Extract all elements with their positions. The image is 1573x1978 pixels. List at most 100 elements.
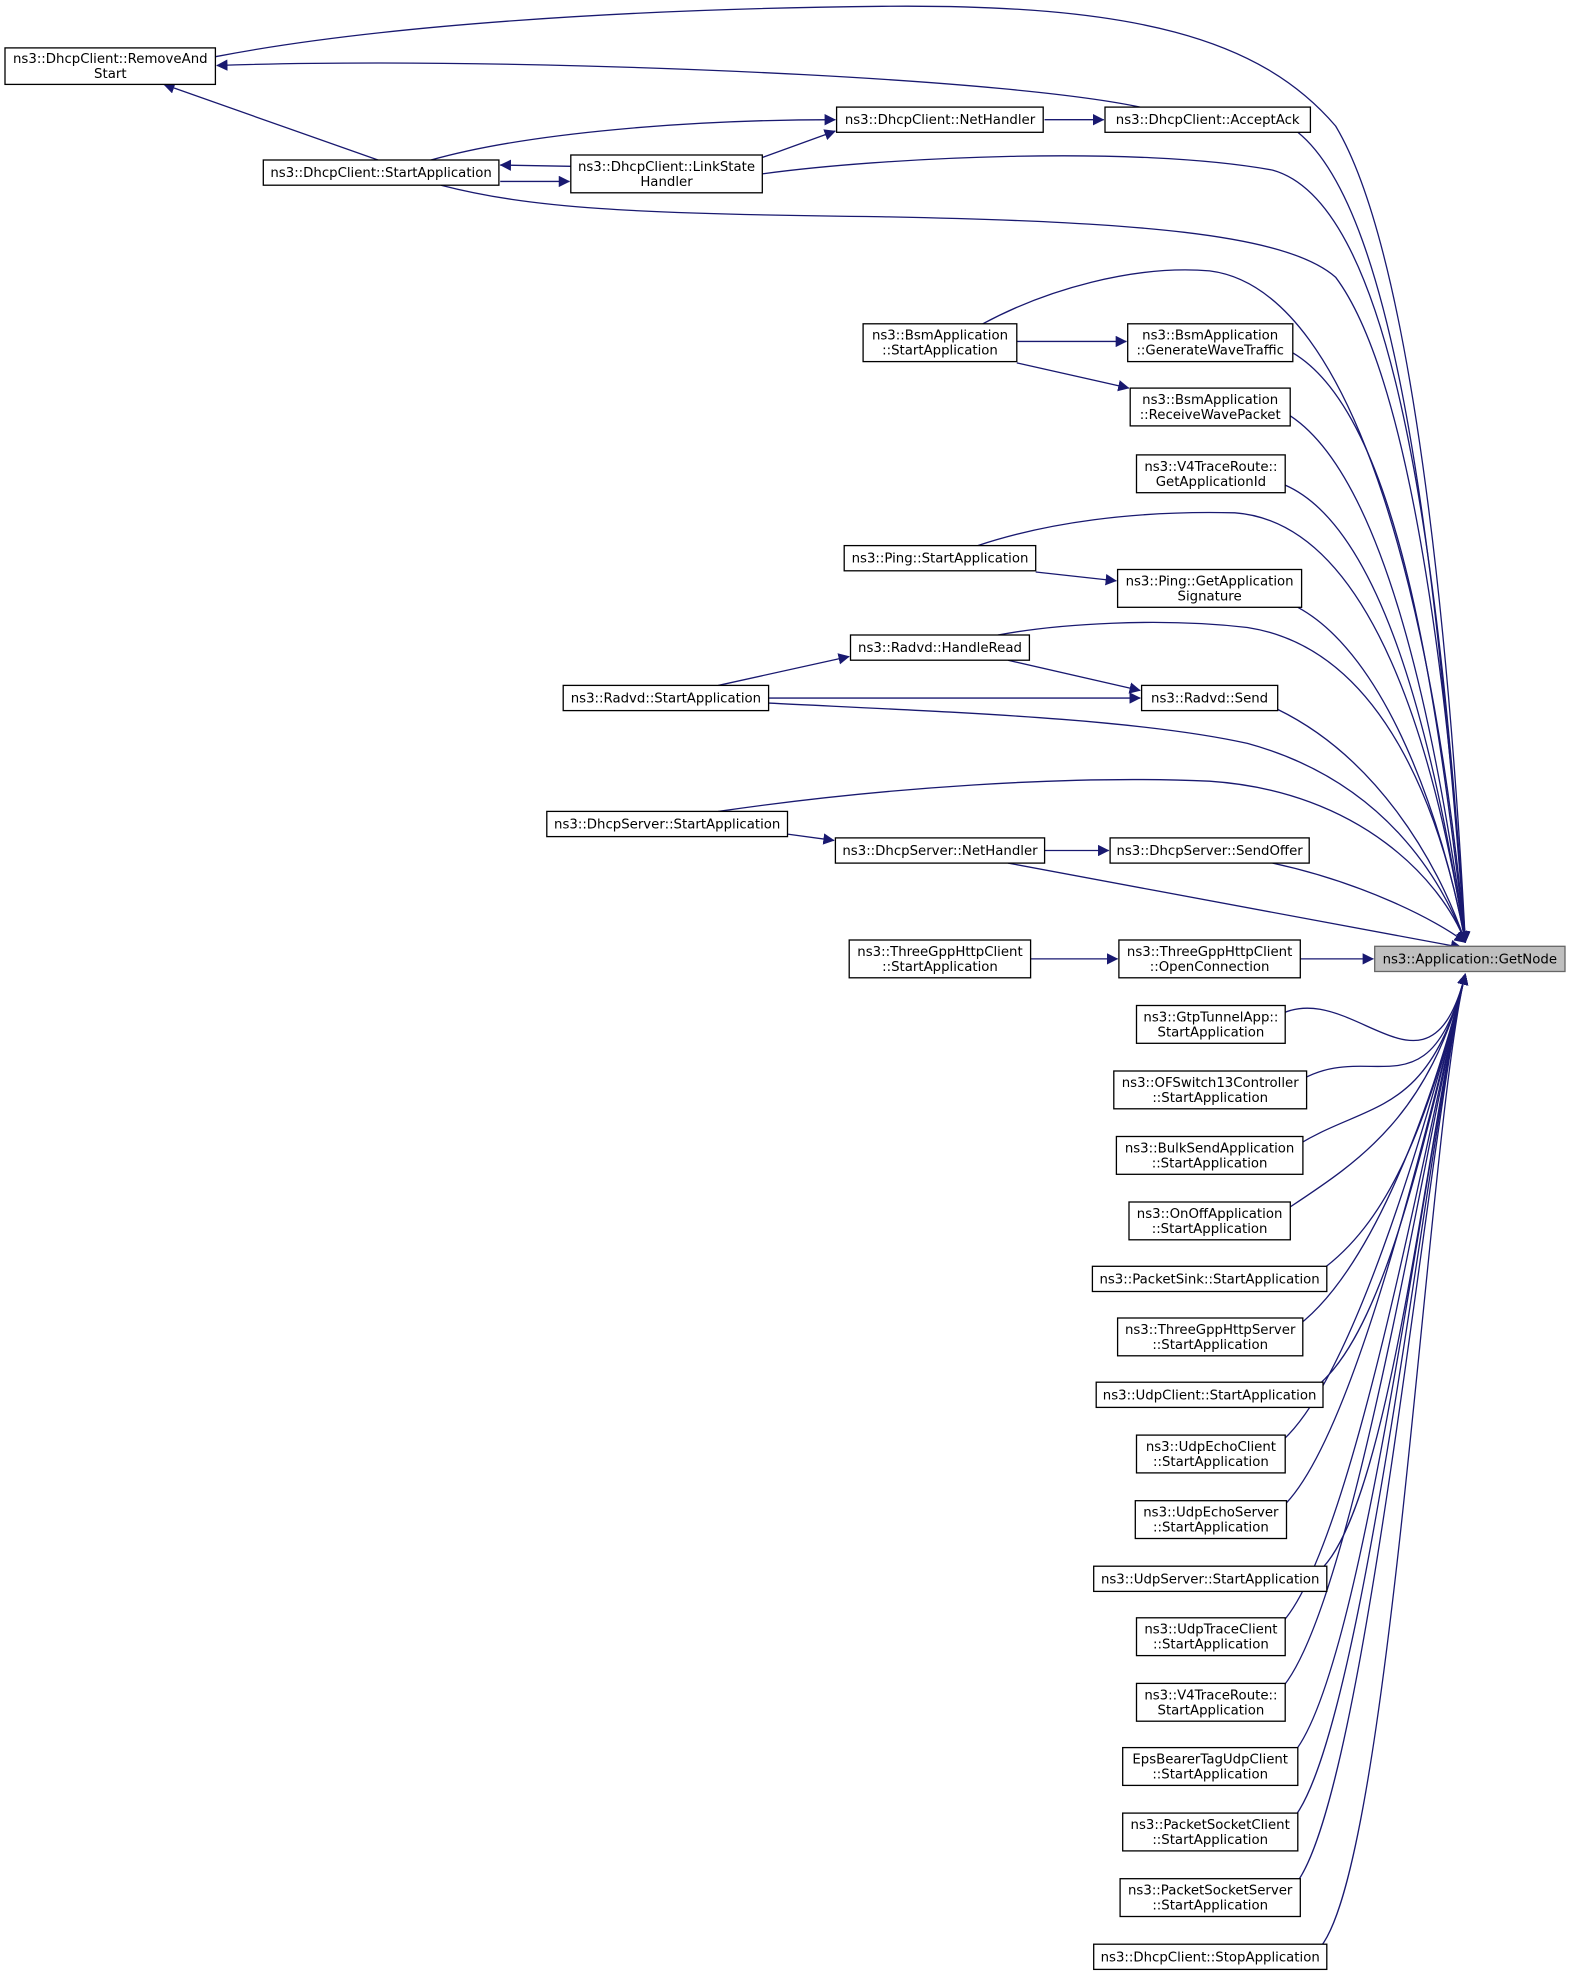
edge-line bbox=[1298, 132, 1471, 944]
node-label: ns3::UdpEchoServer bbox=[1143, 1506, 1279, 1521]
node-psc[interactable]: ns3::PacketSocketClient::StartApplicatio… bbox=[1122, 1812, 1299, 1852]
node-box bbox=[1116, 1317, 1304, 1357]
edge-line bbox=[1310, 973, 1469, 1391]
edge-dc_acceptack-to-removeandstart bbox=[216, 59, 1141, 107]
node-label: ns3::UdpClient::StartApplication bbox=[1103, 1388, 1317, 1403]
node-v4_getappid[interactable]: ns3::V4TraceRoute::GetApplicationId bbox=[1135, 454, 1286, 494]
node-tgs[interactable]: ns3::ThreeGppHttpServer::StartApplicatio… bbox=[1116, 1317, 1304, 1357]
node-box bbox=[1135, 454, 1286, 494]
node-dc_stop[interactable]: ns3::DhcpClient::StopApplication bbox=[1093, 1943, 1328, 1971]
node-ofs[interactable]: ns3::OFSwitch13Controller::StartApplicat… bbox=[1113, 1070, 1308, 1110]
node-onoff[interactable]: ns3::OnOffApplication::StartApplication bbox=[1128, 1201, 1291, 1241]
edge-dc_linkstate-to-dc_nethandler bbox=[762, 129, 836, 157]
node-label: StartApplication bbox=[1158, 1703, 1265, 1718]
edge-ds_net-to-getnode bbox=[1008, 863, 1463, 952]
node-sink[interactable]: ns3::PacketSink::StartApplication bbox=[1091, 1265, 1328, 1293]
edge-dc_stop-to-getnode bbox=[1314, 973, 1469, 1953]
node-box bbox=[546, 810, 789, 838]
node-pss[interactable]: ns3::PacketSocketServer::StartApplicatio… bbox=[1119, 1878, 1301, 1918]
node-box bbox=[1134, 1500, 1288, 1540]
edge-layer bbox=[163, 6, 1471, 1953]
node-bulk[interactable]: ns3::BulkSendApplication::StartApplicati… bbox=[1115, 1135, 1304, 1175]
edge-dc_linkstate-to-dc_start bbox=[499, 159, 571, 171]
node-box bbox=[1091, 1265, 1328, 1293]
node-box bbox=[1135, 1434, 1286, 1474]
node-ping_start[interactable]: ns3::Ping::StartApplication bbox=[843, 544, 1037, 572]
node-label: ns3::OnOffApplication bbox=[1137, 1207, 1283, 1222]
edge-dc_start-to-getnode bbox=[441, 185, 1471, 944]
node-radvd_send[interactable]: ns3::Radvd::Send bbox=[1140, 684, 1279, 712]
node-dc_acceptack[interactable]: ns3::DhcpClient::AcceptAck bbox=[1104, 106, 1312, 133]
edge-line bbox=[1274, 973, 1469, 1514]
edge-pss-to-getnode bbox=[1288, 973, 1469, 1892]
node-label: ns3::Ping::StartApplication bbox=[852, 552, 1029, 567]
node-box bbox=[1374, 945, 1566, 973]
node-ds_net[interactable]: ns3::DhcpServer::NetHandler bbox=[834, 837, 1046, 864]
edge-gtp-to-getnode bbox=[1273, 973, 1469, 1041]
node-echoserver[interactable]: ns3::UdpEchoServer::StartApplication bbox=[1134, 1500, 1288, 1540]
edge-line bbox=[1008, 863, 1463, 952]
node-ds_offer[interactable]: ns3::DhcpServer::SendOffer bbox=[1109, 837, 1310, 864]
node-bsm_start[interactable]: ns3::BsmApplication::StartApplication bbox=[862, 323, 1018, 363]
node-label: ns3::DhcpClient::LinkState bbox=[578, 160, 755, 175]
node-label: ::StartApplication bbox=[1152, 1768, 1268, 1783]
edge-line bbox=[216, 59, 1141, 107]
edge-line bbox=[163, 82, 378, 160]
node-label: ::ReceiveWavePacket bbox=[1140, 408, 1281, 423]
node-dc_start[interactable]: ns3::DhcpClient::StartApplication bbox=[262, 159, 500, 186]
node-bsm_gen[interactable]: ns3::BsmApplication::GenerateWaveTraffic bbox=[1127, 323, 1294, 363]
edge-tgs-to-getnode bbox=[1290, 973, 1469, 1331]
edge-line bbox=[718, 653, 850, 685]
edge-line bbox=[762, 129, 836, 157]
edge-line bbox=[1008, 660, 1141, 694]
edge-radvd_read-to-radvd_send bbox=[1008, 660, 1141, 694]
node-box bbox=[562, 684, 770, 712]
edge-radvd_read-to-getnode bbox=[998, 622, 1470, 944]
edge-line bbox=[1285, 973, 1469, 1826]
node-label: ::StartApplication bbox=[882, 960, 998, 975]
node-udptrace[interactable]: ns3::UdpTraceClient::StartApplication bbox=[1135, 1617, 1286, 1657]
edge-bsm_recv-to-getnode bbox=[1290, 416, 1470, 944]
node-v4_start[interactable]: ns3::V4TraceRoute::StartApplication bbox=[1135, 1682, 1286, 1722]
node-udpserver[interactable]: ns3::UdpServer::StartApplication bbox=[1093, 1565, 1328, 1593]
node-label: ns3::DhcpClient::StartApplication bbox=[270, 166, 491, 181]
node-tgc_start[interactable]: ns3::ThreeGppHttpClient::StartApplicatio… bbox=[848, 939, 1032, 979]
node-radvd_start[interactable]: ns3::Radvd::StartApplication bbox=[562, 684, 770, 712]
edge-line bbox=[1294, 973, 1469, 1084]
edge-line bbox=[1036, 572, 1117, 586]
node-getnode[interactable]: ns3::Application::GetNode bbox=[1374, 945, 1566, 973]
node-label: ns3::DhcpServer::StartApplication bbox=[554, 818, 780, 833]
node-box bbox=[1093, 1565, 1328, 1593]
edge-dc_start-to-removeandstart bbox=[163, 82, 378, 160]
node-eps[interactable]: EpsBearerTagUdpClient::StartApplication bbox=[1122, 1746, 1299, 1787]
node-gtp[interactable]: ns3::GtpTunnelApp::StartApplication bbox=[1135, 1004, 1286, 1044]
node-label: ns3::UdpEchoClient bbox=[1146, 1440, 1276, 1455]
node-bsm_recv[interactable]: ns3::BsmApplication::ReceiveWavePacket bbox=[1129, 387, 1291, 427]
node-label: ns3::V4TraceRoute:: bbox=[1144, 1688, 1277, 1703]
node-label: ::StartApplication bbox=[1152, 1156, 1268, 1171]
node-tgc_open[interactable]: ns3::ThreeGppHttpClient::OpenConnection bbox=[1118, 939, 1301, 979]
node-label: ns3::BulkSendApplication bbox=[1125, 1141, 1295, 1156]
node-box bbox=[1128, 1201, 1291, 1241]
edge-ping_start-to-ping_sig bbox=[1036, 572, 1117, 586]
node-dc_nethandler[interactable]: ns3::DhcpClient::NetHandler bbox=[835, 106, 1044, 133]
node-box bbox=[1129, 387, 1291, 427]
node-label: ns3::DhcpClient::RemoveAnd bbox=[13, 52, 208, 67]
edge-ofs-to-getnode bbox=[1294, 973, 1469, 1084]
node-radvd_read[interactable]: ns3::Radvd::HandleRead bbox=[849, 634, 1031, 661]
node-ds_start[interactable]: ns3::DhcpServer::StartApplication bbox=[546, 810, 789, 838]
edge-ds_start-to-ds_net bbox=[788, 834, 835, 845]
node-label: ns3::PacketSocketServer bbox=[1128, 1884, 1293, 1899]
node-box bbox=[835, 106, 1044, 133]
node-box bbox=[1135, 1004, 1286, 1044]
node-echoclient[interactable]: ns3::UdpEchoClient::StartApplication bbox=[1135, 1434, 1286, 1474]
edge-line bbox=[1290, 416, 1470, 944]
node-label: ::StartApplication bbox=[1153, 1521, 1269, 1536]
edge-line bbox=[431, 114, 836, 160]
node-label: ::StartApplication bbox=[1152, 1222, 1268, 1237]
node-udpclient[interactable]: ns3::UdpClient::StartApplication bbox=[1095, 1381, 1324, 1409]
edge-onoff-to-getnode bbox=[1278, 973, 1469, 1215]
